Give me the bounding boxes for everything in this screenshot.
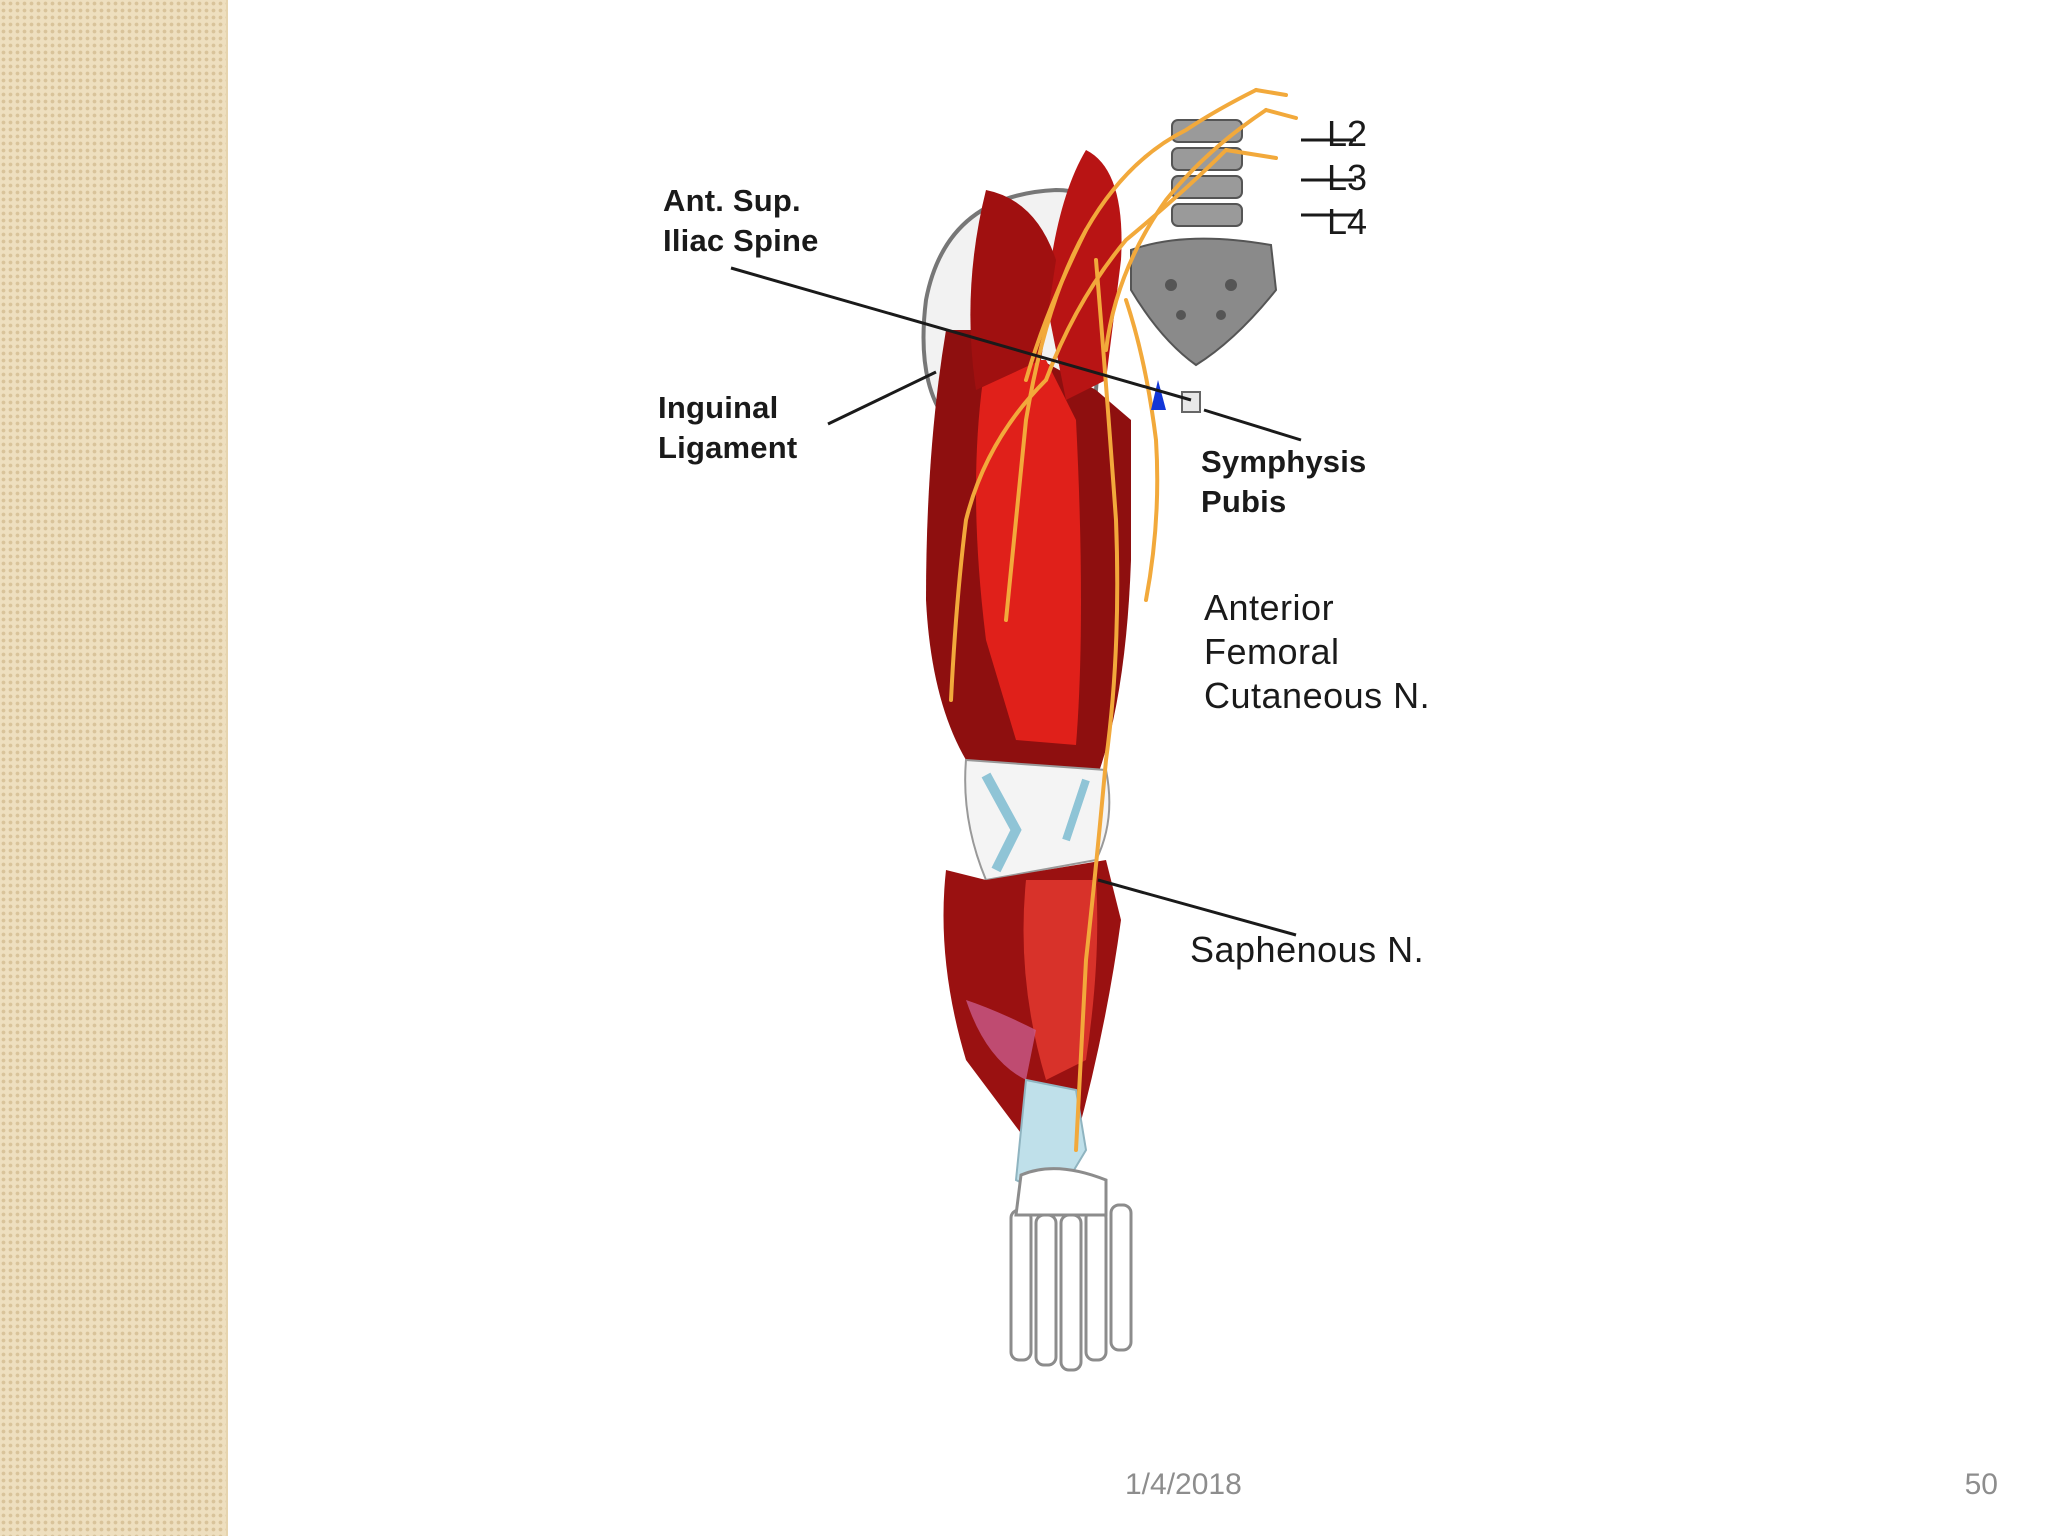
anatomy-illustration bbox=[730, 88, 1356, 1372]
label-symphysis-line2: Pubis bbox=[1201, 484, 1287, 519]
label-symphysis-line1: Symphysis bbox=[1201, 444, 1367, 479]
label-saphenous: Saphenous N. bbox=[1190, 929, 1425, 970]
label-l2: L2 bbox=[1327, 113, 1368, 154]
symphysis-marker bbox=[1181, 391, 1201, 413]
decorative-side-band bbox=[0, 0, 228, 1536]
slide-date: 1/4/2018 bbox=[1125, 1468, 1242, 1501]
label-afcn-line3: Cutaneous N. bbox=[1204, 675, 1431, 716]
label-l4: L4 bbox=[1327, 201, 1368, 242]
leg-muscles bbox=[943, 860, 1121, 1202]
label-asis-line1: Ant. Sup. bbox=[663, 183, 801, 218]
label-inguinal-line1: Inguinal bbox=[658, 390, 779, 425]
femoral-vessel bbox=[1151, 380, 1166, 410]
label-inguinal-line2: Ligament bbox=[658, 430, 798, 465]
label-asis-line2: Iliac Spine bbox=[663, 223, 819, 258]
leader-lines bbox=[730, 138, 1356, 937]
slide-page-number: 50 bbox=[1964, 1468, 1998, 1501]
lumbar-spine bbox=[1130, 119, 1278, 367]
foot-bones bbox=[1009, 1167, 1133, 1372]
thigh-muscles bbox=[926, 150, 1131, 780]
knee bbox=[964, 758, 1111, 882]
femoral-nerve-branches bbox=[949, 88, 1298, 1152]
label-afcn-line2: Femoral bbox=[1204, 631, 1340, 672]
label-l3: L3 bbox=[1327, 157, 1368, 198]
leg-nerve-diagram: L2 L3 L4 Ant. Sup. Iliac Spine Inguinal … bbox=[226, 0, 2048, 1460]
label-afcn-line1: Anterior bbox=[1204, 587, 1335, 628]
